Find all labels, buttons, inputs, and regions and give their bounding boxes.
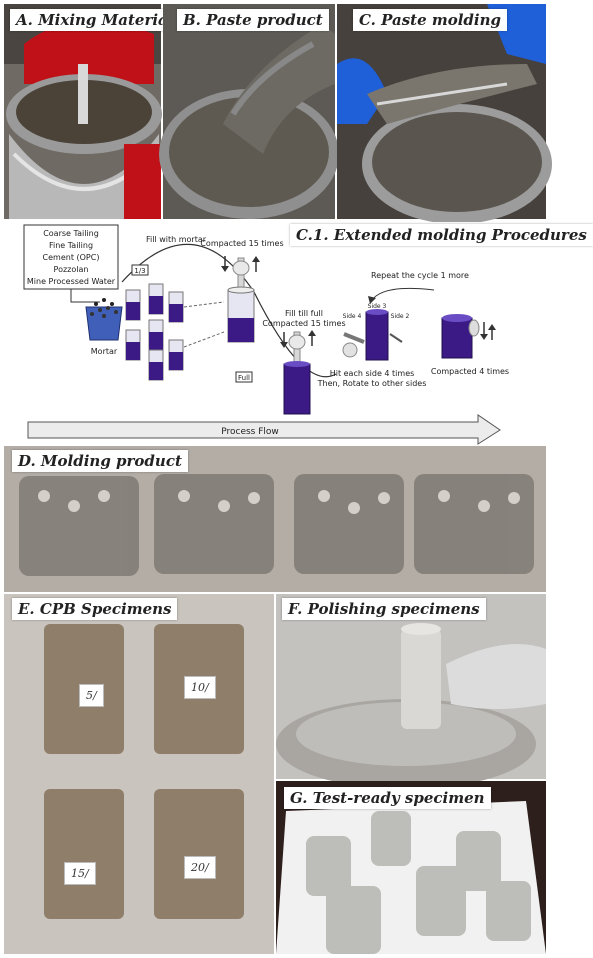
hit-each-side-label: Hit each side 4 times	[330, 369, 415, 378]
full-tag: Full	[238, 374, 250, 382]
panel-c-paste-molding: C. Paste molding	[337, 4, 552, 224]
mortar-bucket-icon	[85, 298, 123, 341]
specimen-label: 20/	[184, 856, 216, 879]
cylinder-full	[283, 361, 311, 415]
rotate-sides-label: Then, Rotate to other sides	[317, 379, 427, 388]
specimen-label: 15/	[64, 862, 96, 885]
specimen-label: 5/	[79, 684, 104, 707]
molding-photo	[337, 4, 552, 224]
panel-g-test-ready-specimen: G. Test-ready specimen	[276, 781, 546, 954]
molding-diagram: Coarse Tailing Fine Tailing Cement (OPC)…	[23, 222, 544, 445]
compacted-15-label: Compacted 15 times	[200, 239, 283, 248]
side-hit-cylinder	[342, 309, 403, 361]
caption-c: C. Paste molding	[353, 9, 508, 31]
polishing-photo	[276, 594, 546, 789]
material-label: Mine Processed Water	[27, 277, 116, 286]
caption-d: D. Molding product	[12, 450, 188, 472]
cylinder-one-third-filled	[227, 286, 255, 343]
panel-b-paste-product: B. Paste product	[159, 4, 339, 219]
side-label: Side 4	[343, 313, 362, 320]
caption-a: A. Mixing Material	[10, 9, 180, 31]
partially-filled-cylinders	[125, 283, 184, 381]
mortar-label: Mortar	[91, 347, 118, 356]
paste-photo	[159, 4, 339, 219]
panel-c1-extended-molding-procedures: Coarse Tailing Fine Tailing Cement (OPC)…	[4, 222, 593, 445]
panel-f-polishing-specimens: F. Polishing specimens	[276, 594, 546, 789]
mixer-photo	[4, 4, 162, 219]
panel-e-cpb-specimens: 5/ 10/ 15/ 20/ E. CPB Specimens	[4, 594, 274, 954]
compacted-15-b-label: Compacted 15 times	[262, 319, 345, 328]
panel-d-molding-product: D. Molding product	[4, 446, 546, 592]
molding-product-photo	[4, 446, 546, 592]
fill-till-full-label: Fill till full	[285, 309, 323, 318]
material-label: Cement (OPC)	[43, 253, 100, 262]
caption-f: F. Polishing specimens	[282, 598, 486, 620]
compacted-4-label: Compacted 4 times	[431, 367, 509, 376]
test-ready-photo	[276, 781, 546, 954]
repeat-cycle-label: Repeat the cycle 1 more	[371, 271, 469, 280]
panel-a-mixing-material: A. Mixing Material	[4, 4, 180, 219]
caption-c1: C.1. Extended molding Procedures	[290, 224, 593, 246]
process-flow-label: Process Flow	[221, 427, 279, 437]
caption-b: B. Paste product	[177, 9, 329, 31]
cpb-specimens-photo	[4, 594, 274, 954]
fill-with-mortar-label: Fill with mortar	[146, 235, 207, 244]
caption-e: E. CPB Specimens	[12, 598, 178, 620]
material-label: Coarse Tailing	[43, 229, 99, 238]
material-label: Fine Tailing	[49, 241, 93, 250]
side-label: Side 2	[391, 313, 410, 320]
final-cylinder	[441, 314, 496, 359]
one-third-tag: 1/3	[134, 267, 145, 275]
material-label: Pozzolan	[54, 265, 89, 274]
process-flow-arrow	[27, 414, 501, 445]
specimen-label: 10/	[184, 676, 216, 699]
side-label: Side 3	[368, 303, 387, 310]
caption-g: G. Test-ready specimen	[284, 787, 491, 809]
